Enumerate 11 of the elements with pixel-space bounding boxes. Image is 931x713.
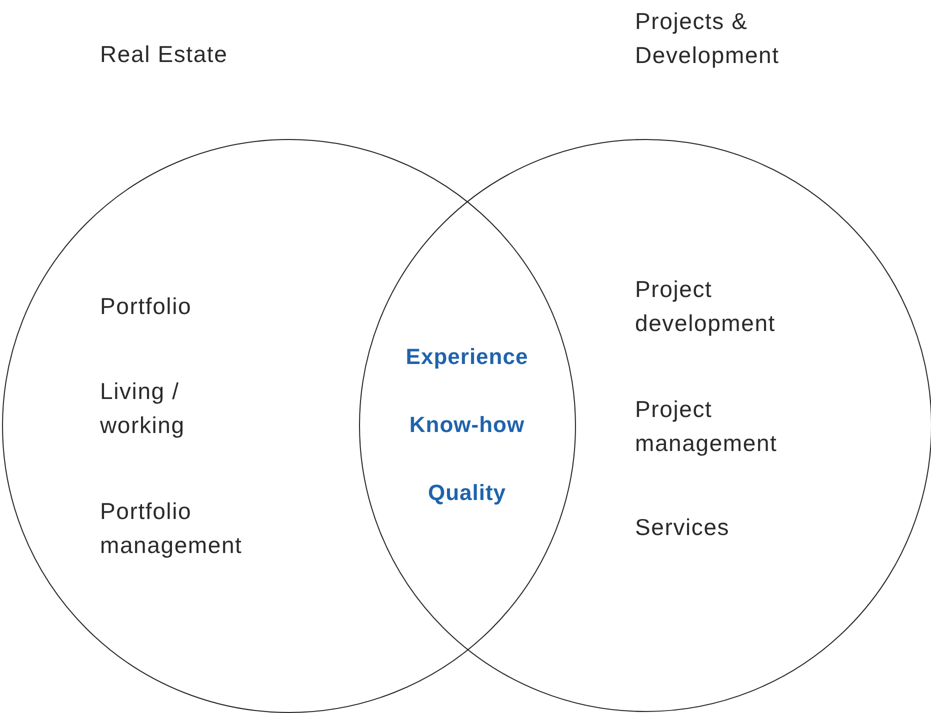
item-label: Services (635, 513, 731, 542)
overlap-label: Experience (404, 343, 530, 371)
circle-heading: Real Estate (100, 40, 229, 69)
item-label: Living / working (100, 377, 186, 440)
overlap-label: Quality (426, 479, 508, 507)
item-label: Project management (635, 395, 778, 458)
circle-heading: Projects & Development (635, 7, 780, 70)
item-label: Portfolio management (100, 497, 244, 560)
item-label: Portfolio (100, 292, 193, 321)
overlap-label: Know-how (408, 411, 526, 439)
item-label: Project development (635, 275, 776, 338)
